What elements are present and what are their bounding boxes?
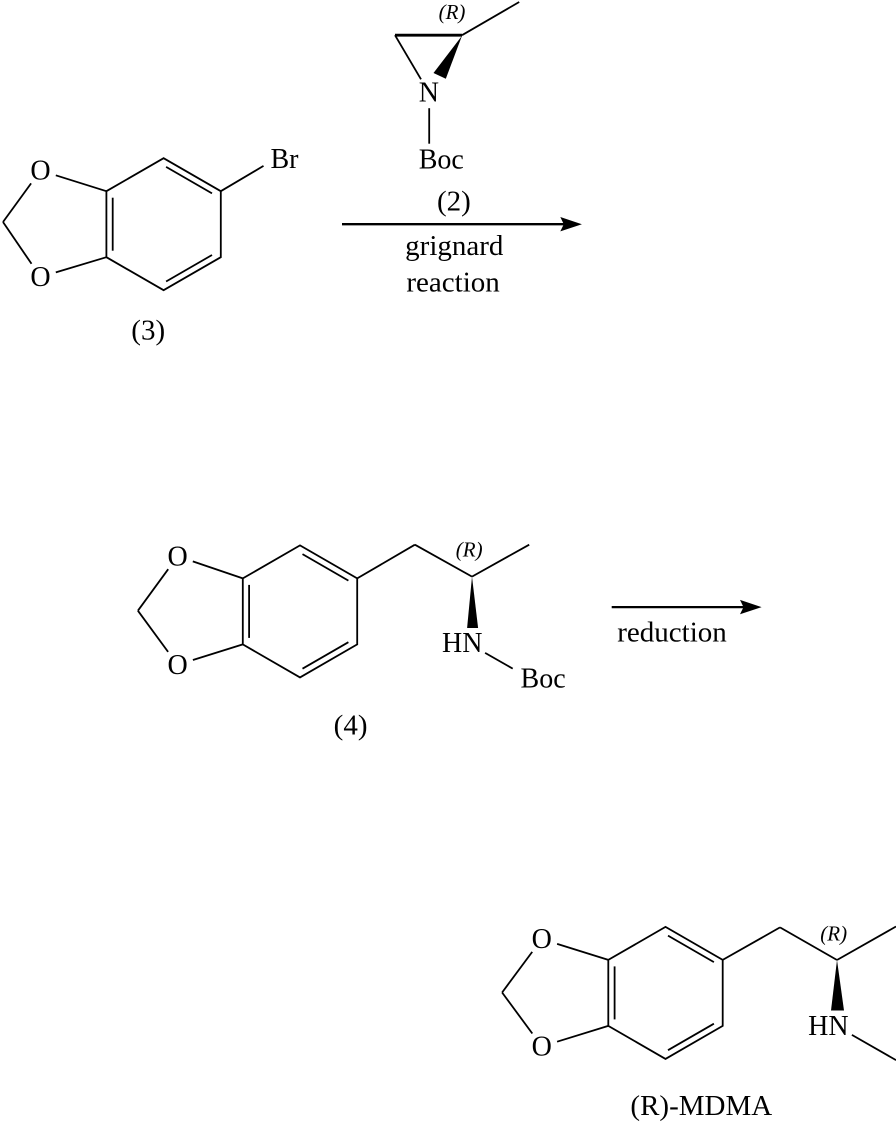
r-mdma-bond <box>722 926 781 961</box>
compound-3-bond <box>165 254 213 283</box>
r-mdma-bond <box>779 926 838 961</box>
r-mdma-bond <box>667 934 715 963</box>
r-mdma-bond <box>836 925 896 961</box>
r-mdma-label-r: (R) <box>820 922 847 946</box>
r-mdma-bond <box>501 991 534 1035</box>
compound-4: O O (R) HN Boc (4) <box>137 537 566 742</box>
compound-4-bond <box>192 643 244 661</box>
step-2-arrow: reduction <box>611 599 762 649</box>
compound-4-label-o: O <box>167 650 187 681</box>
step-2-arrow-label-0: reduction <box>617 617 727 649</box>
compound-3-label-br: Br <box>271 144 300 175</box>
r-mdma-bond <box>667 1022 715 1051</box>
compound-3-ring <box>105 157 222 292</box>
step-1-arrow-label-0: (2) <box>437 186 471 218</box>
compound-4-label-hn: HN <box>442 628 482 659</box>
r-mdma-caption: (R)-MDMA <box>630 1090 772 1122</box>
r-mdma-bond <box>556 943 609 961</box>
compound-3-bond <box>2 182 32 223</box>
compound-4-caption: (4) <box>334 710 368 742</box>
compound-2-label-r: (R) <box>439 0 466 24</box>
compound-3-bond <box>220 165 264 192</box>
compound-3-label-o: O <box>30 156 50 187</box>
compound-2-wedge-bond <box>433 35 462 79</box>
r-mdma-label-o: O <box>532 924 552 955</box>
compound-4-bond <box>414 543 473 578</box>
r-mdma-bond <box>851 1034 896 1061</box>
compound-2-bond <box>461 1 520 36</box>
compound-3-bond <box>55 256 107 274</box>
r-mdma: O O (R) HN (R)-MDMA <box>501 922 896 1122</box>
compound-4-label-o: O <box>167 541 187 572</box>
compound-4-label-boc: Boc <box>521 663 566 694</box>
compound-4-bond <box>356 543 416 580</box>
compound-4-bond <box>137 568 169 612</box>
r-mdma-wedge-bond <box>831 960 844 1011</box>
compound-4-label-r: (R) <box>456 537 483 561</box>
compound-4-bond <box>302 553 349 582</box>
compound-4-bond <box>484 652 514 670</box>
r-mdma-label-hn: HN <box>808 1011 848 1042</box>
compound-4-wedge-bond <box>467 576 479 628</box>
compound-2: (R) N Boc <box>394 0 520 176</box>
compound-3-caption: (3) <box>131 315 165 347</box>
compound-3-bond <box>2 221 33 265</box>
compound-2-label-boc: Boc <box>419 145 464 176</box>
compound-4-bond <box>302 641 349 670</box>
step-1-arrow-label-1: grignard <box>405 230 504 262</box>
compound-4-bond <box>192 560 244 580</box>
r-mdma-bond <box>556 1025 609 1043</box>
compound-4-bond <box>471 543 530 578</box>
compound-2-label-n: N <box>419 78 439 109</box>
compound-3-bond <box>165 166 213 195</box>
compound-2-bond <box>394 34 422 80</box>
compound-3-bond <box>55 174 107 193</box>
compound-3: O O Br (3) <box>2 144 300 347</box>
compound-4-bond <box>137 610 169 653</box>
step-1-arrow-head <box>560 217 582 232</box>
step-1-arrow: (2) grignard reaction <box>342 186 582 298</box>
r-mdma-label-o: O <box>532 1031 552 1062</box>
compound-4-ring <box>241 544 359 679</box>
step-1-arrow-label-2: reaction <box>406 266 500 298</box>
r-mdma-ring <box>607 925 724 1060</box>
compound-3-label-o: O <box>30 262 50 293</box>
step-2-arrow-head <box>740 599 762 615</box>
r-mdma-bond <box>501 951 533 994</box>
